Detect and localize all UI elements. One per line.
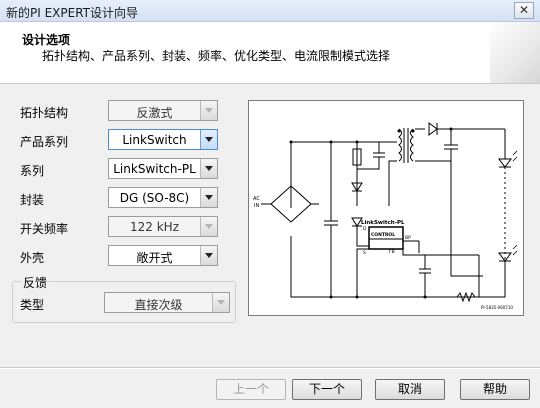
feedback-group: 反馈 类型 直接次级: [12, 274, 236, 323]
title-bar: 新的PI EXPERT设计向导 ✕: [0, 0, 540, 22]
enclosure-label: 外壳: [20, 251, 45, 265]
topology-value: 反激式: [136, 106, 173, 120]
enclosure-select[interactable]: 敞开式: [108, 245, 218, 266]
chip-name-label: LinkSwitch-PL: [361, 220, 405, 226]
pin-d-label: D: [363, 226, 367, 232]
footer-divider-highlight: [0, 368, 540, 369]
pin-fb-label: FB: [389, 249, 395, 255]
series-value: LinkSwitch-PL: [113, 162, 196, 176]
chevron-down-icon: [200, 101, 217, 120]
ac-input-label: AC: [253, 196, 260, 202]
series-select[interactable]: LinkSwitch-PL: [108, 158, 218, 179]
footer-divider: [0, 367, 540, 368]
topology-select[interactable]: 反激式: [108, 100, 218, 121]
header-graphic: [490, 22, 540, 83]
enclosure-value: 敞开式: [136, 251, 173, 265]
circuit-diagram: LinkSwitch-PL CONTROL D S BP FB AC IN PI…: [248, 100, 524, 316]
frequency-value: 122 kHz: [130, 220, 179, 234]
package-select[interactable]: DG (SO-8C): [108, 187, 218, 208]
package-label: 封装: [20, 193, 45, 207]
feedback-group-title: 反馈: [21, 274, 50, 291]
frequency-select[interactable]: 122 kHz: [108, 216, 218, 237]
product-family-label: 产品系列: [20, 135, 69, 149]
chevron-down-icon: [200, 246, 217, 265]
chevron-down-icon: [200, 217, 217, 236]
header-title: 设计选项: [22, 33, 71, 47]
series-label: 系列: [20, 164, 45, 178]
header-subtitle: 拓扑结构、产品系列、封装、频率、优化类型、电流限制模式选择: [42, 49, 391, 63]
chevron-down-icon: [200, 159, 217, 178]
part-number-label: PI-5835-060710: [481, 305, 513, 310]
pin-s-label: S: [363, 250, 366, 256]
schematic-svg: LinkSwitch-PL CONTROL D S BP FB AC IN PI…: [253, 122, 518, 310]
feedback-type-value: 直接次级: [134, 298, 183, 312]
topology-label: 拓扑结构: [20, 106, 69, 120]
wizard-header: 设计选项 拓扑结构、产品系列、封装、频率、优化类型、电流限制模式选择: [0, 22, 540, 84]
pin-bp-label: BP: [405, 235, 411, 241]
cancel-button[interactable]: 取消: [375, 379, 445, 400]
control-label: CONTROL: [371, 232, 395, 238]
led-light-icon: [512, 150, 518, 156]
product-family-value: LinkSwitch: [122, 133, 187, 147]
next-button[interactable]: 下一个: [292, 379, 362, 400]
frequency-label: 开关频率: [20, 222, 69, 236]
ac-input-label-2: IN: [254, 203, 259, 209]
window-title: 新的PI EXPERT设计向导: [6, 6, 139, 20]
led-light-icon: [512, 244, 518, 250]
options-panel: 拓扑结构 反激式 产品系列 LinkSwitch 系列 LinkSwitch-P…: [0, 84, 540, 368]
chevron-down-icon: [212, 293, 229, 312]
back-button[interactable]: 上一个: [216, 379, 286, 400]
chevron-down-icon: [200, 130, 217, 149]
feedback-type-select[interactable]: 直接次级: [104, 292, 230, 313]
product-family-select[interactable]: LinkSwitch: [108, 129, 218, 150]
help-button[interactable]: 帮助: [460, 379, 530, 400]
feedback-type-label: 类型: [20, 298, 45, 312]
chevron-down-icon: [200, 188, 217, 207]
close-button[interactable]: ✕: [514, 2, 534, 19]
package-value: DG (SO-8C): [119, 191, 190, 205]
